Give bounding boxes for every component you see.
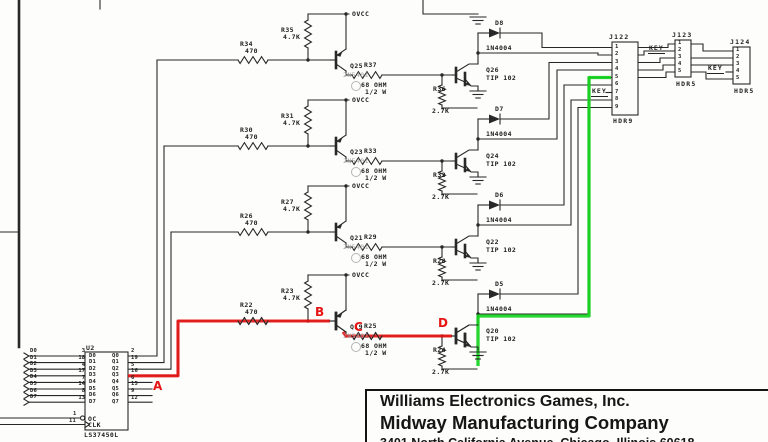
junction-dot: [306, 58, 310, 62]
connector-J124: [732, 46, 751, 85]
company-name: Williams Electronics Games, Inc.: [380, 393, 630, 410]
title-block: Williams Electronics Games, Inc. Midway …: [365, 389, 768, 442]
wire-j122-j123: [637, 57, 676, 64]
resistor-R25: [351, 331, 383, 341]
wire-out-diode-D6: [499, 84, 613, 206]
wire-out-Q24: [477, 69, 613, 140]
resistor-R24: [437, 345, 447, 367]
bus-entry-chevron: [23, 358, 31, 367]
resistor-R26: [237, 227, 269, 237]
transistor-Q26: [455, 63, 479, 73]
resistor-R37: [351, 70, 383, 80]
rev-mark: [351, 167, 361, 177]
wire-j122-j123: [637, 71, 676, 79]
transistor-Q25-arrow: [336, 51, 343, 57]
resistor-R30: [237, 141, 269, 151]
transistor-Q22: [455, 249, 466, 255]
transistor-Q24: [455, 149, 479, 159]
transistor-Q22-arrow: [465, 253, 471, 258]
wire-out-diode-D7: [499, 61, 613, 120]
junction-dot: [306, 230, 310, 234]
bus-entry-chevron: [23, 378, 31, 387]
transistor-Q22: [455, 235, 479, 245]
transistor-Q24: [455, 163, 466, 169]
transistor-Q25: [335, 63, 347, 72]
wire-j122-j123: [637, 64, 676, 71]
transistor-Q26: [455, 77, 466, 83]
rev-mark: [351, 253, 361, 263]
highlight-path-red: [128, 319, 330, 378]
resistor-R28: [437, 256, 447, 278]
wire-out-diode-D5: [499, 106, 613, 295]
resistor-R31: [303, 105, 313, 135]
wire-j123-j124: [690, 43, 734, 52]
ic-oc-bubble: [79, 415, 86, 421]
rev-mark: [351, 81, 361, 91]
transistor-Q21: [335, 235, 347, 244]
connector-J122: [611, 41, 639, 116]
resistor-R35: [303, 19, 313, 49]
transistor-Q23: [335, 149, 347, 158]
diode-D5: [489, 289, 500, 299]
diode-D8: [489, 28, 500, 38]
resistor-R34: [237, 55, 269, 65]
diode-D6: [489, 200, 500, 210]
rev-mark: [351, 342, 361, 352]
junction-dot: [306, 144, 310, 148]
bus-entry-chevron: [23, 385, 31, 393]
transistor-Q20: [455, 324, 479, 334]
wire-j123-j124: [690, 71, 734, 80]
wire-out-Q26: [477, 52, 613, 56]
wire-out-Q20: [477, 76, 613, 315]
highlight-path-green: [476, 75, 611, 366]
wire: [441, 104, 478, 109]
company-name-2: Midway Manufacturing Company: [380, 412, 669, 433]
diode-D7: [489, 114, 500, 124]
transistor-Q20-arrow: [465, 342, 471, 347]
wire-out-diode-D8: [499, 32, 613, 49]
transistor-Q23-arrow: [336, 137, 343, 143]
wire: [441, 190, 478, 195]
ic-U2: [84, 351, 129, 431]
resistor-R32: [437, 170, 447, 192]
transistor-Q26-arrow: [465, 81, 471, 86]
bus-entry-chevron: [23, 352, 31, 360]
bus-entry-chevron: [23, 398, 31, 406]
resistor-R23: [303, 280, 313, 310]
company-address: 3401 North California Avenue, Chicago, I…: [380, 436, 768, 442]
wire-out-Q22: [477, 99, 613, 226]
resistor-R33: [351, 156, 383, 166]
wire-top-ground-feed: [422, 0, 479, 15]
transistor-Q20: [455, 338, 466, 344]
ic-clk-edge-icon: [84, 420, 91, 429]
resistor-R36: [437, 84, 447, 106]
resistor-R22: [237, 316, 269, 326]
wire-feeder-Q23: [127, 145, 165, 364]
bus-entry-chevron: [23, 365, 31, 373]
highlight-path-red: [341, 331, 452, 338]
transistor-Q24-arrow: [465, 167, 471, 172]
wire: [441, 365, 478, 370]
transistor-Q21-arrow: [336, 223, 343, 229]
resistor-R29: [351, 242, 383, 252]
wire-j122-j123: [637, 50, 676, 56]
transistor-Q19: [335, 324, 347, 333]
connector-J123: [674, 39, 692, 78]
wire: [441, 276, 478, 281]
bus-entry-chevron: [23, 372, 31, 380]
resistor-R27: [303, 191, 313, 221]
wire-feeder-Q25: [127, 59, 158, 357]
wire-feeder-Q21: [127, 231, 172, 370]
transistor-Q19-arrow: [336, 312, 343, 318]
bus-entry-chevron: [23, 391, 31, 400]
wire-j122-j123: [637, 43, 676, 49]
